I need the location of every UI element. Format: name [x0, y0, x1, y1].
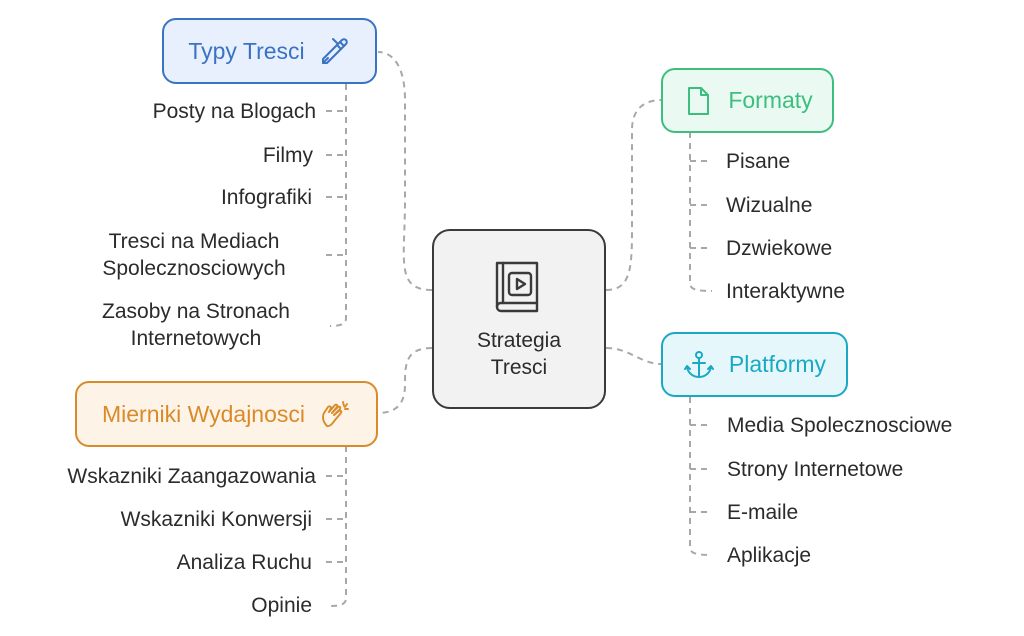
branch-typy-tresci[interactable]: Typy Tresci [162, 18, 377, 84]
mierniki-item-3: Analiza Ruchu [176, 551, 312, 574]
formaty-item-4: Interaktywne [726, 280, 846, 303]
formaty-item-3: Dzwiekowe [726, 237, 833, 260]
typy-item-5: Zasoby na Stronach Internetowych [102, 300, 290, 350]
typy-item-2: Filmy [262, 144, 313, 167]
pencil-icon [319, 35, 351, 67]
mierniki-item-4: Opinie [251, 594, 312, 617]
branch-formaty-title: Formaty [728, 87, 813, 113]
anchor-icon [683, 349, 715, 381]
branch-formaty[interactable]: Formaty [661, 68, 834, 133]
mierniki-item-1: Wskazniki Zaangazowania [67, 465, 316, 488]
central-node[interactable]: Strategia Tresci [432, 229, 606, 409]
book-video-icon [491, 257, 547, 317]
branch-platformy[interactable]: Platformy [661, 332, 848, 397]
platformy-item-3: E-maile [727, 501, 799, 524]
typy-item-3: Infografiki [220, 186, 312, 209]
clapping-hands-icon [319, 398, 351, 430]
formaty-item-2: Wizualne [726, 194, 813, 217]
platformy-item-2: Strony Internetowe [727, 458, 904, 481]
branch-mierniki-wydajnosci[interactable]: Mierniki Wydajnosci [75, 381, 378, 447]
mierniki-item-2: Wskazniki Konwersji [120, 508, 312, 531]
branch-mierniki-title: Mierniki Wydajnosci [101, 400, 305, 427]
branch-typy-tresci-title: Typy Tresci [188, 37, 305, 64]
typy-item-1: Posty na Blogach [152, 100, 316, 123]
typy-item-4: Tresci na Mediach Spolecznosciowych [102, 230, 286, 280]
branch-platformy-title: Platformy [728, 351, 827, 377]
platformy-item-4: Aplikacje [727, 544, 812, 567]
formaty-item-1: Pisane [726, 150, 791, 173]
central-node-label: Strategia Tresci [476, 329, 562, 379]
document-icon [682, 85, 714, 117]
platformy-item-1: Media Spolecznosciowe [727, 414, 953, 437]
